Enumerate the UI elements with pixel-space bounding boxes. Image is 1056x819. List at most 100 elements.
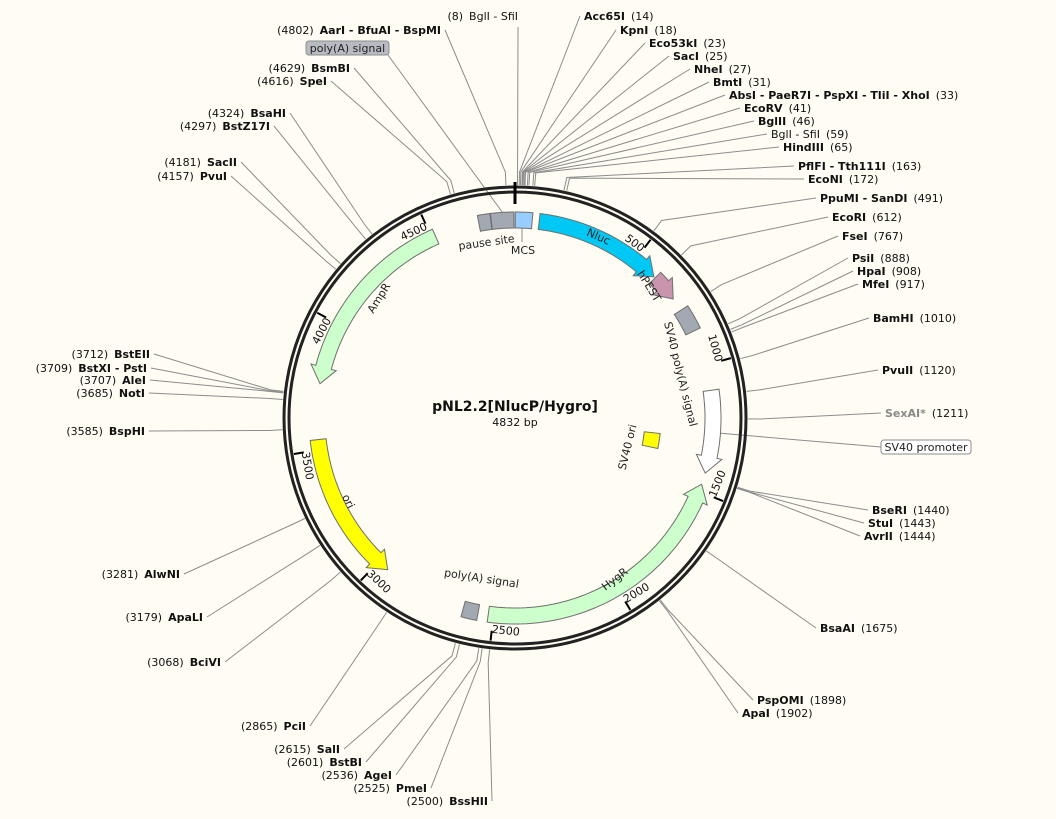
enzyme-site-bmti[interactable]: BmtI(31)	[713, 76, 771, 89]
enzyme-leader	[730, 270, 854, 330]
enzyme-leader	[681, 216, 829, 256]
feature-hygr[interactable]	[486, 483, 708, 625]
feature-label: SV40 ori	[616, 423, 640, 471]
enzyme-site-bsphi[interactable]: (3585)BspHI	[66, 425, 145, 438]
feature-unlabeled[interactable]	[695, 388, 724, 474]
enzyme-site-fsei[interactable]: FseI(767)	[842, 230, 903, 243]
tick-label: 3500	[299, 451, 316, 481]
enzyme-leader	[330, 80, 451, 195]
enzyme-site-spei[interactable]: (4616)SpeI	[257, 75, 327, 88]
feature-leader	[387, 54, 503, 213]
enzyme-site-stui[interactable]: StuI(1443)	[868, 517, 936, 530]
enzyme-site-aari-bfuai-bspmi[interactable]: (4802)AarI - BfuAI - BspMI	[277, 24, 441, 37]
plasmid-length: 4832 bp	[492, 416, 537, 429]
enzyme-site-bgli-sfii[interactable]: BglI - SfiI(59)	[771, 128, 849, 141]
enzyme-site-pvui[interactable]: (4157)PvuI	[157, 170, 227, 183]
tick-mark	[489, 630, 493, 641]
enzyme-site-hindiii[interactable]: HindIII(65)	[783, 141, 853, 154]
enzyme-site-sacii[interactable]: (4181)SacII	[164, 156, 237, 169]
feature-label-box[interactable]	[305, 40, 390, 56]
enzyme-site-hpai[interactable]: HpaI(908)	[857, 265, 921, 278]
feature-ori[interactable]	[309, 438, 389, 571]
enzyme-site-bsaai[interactable]: BsaAI(1675)	[820, 622, 898, 635]
enzyme-site-agei[interactable]: (2536)AgeI	[321, 769, 392, 782]
feature-nluc[interactable]	[537, 212, 655, 278]
enzyme-leader	[518, 15, 581, 186]
enzyme-site-pflfi-tth111i[interactable]: PflFI - Tth111I(163)	[798, 160, 921, 173]
feature-label: poly(A) signal	[443, 566, 520, 591]
feature-label-box[interactable]	[880, 439, 972, 455]
enzyme-site-bsteii[interactable]: (3712)BstEII	[72, 348, 150, 361]
enzyme-site-ecori[interactable]: EcoRI(612)	[832, 211, 902, 224]
enzyme-site-ppumi-sandi[interactable]: PpuMI - SanDI(491)	[820, 192, 943, 205]
enzyme-site-alei[interactable]: (3707)AleI	[80, 374, 146, 387]
enzyme-site-nhei[interactable]: NheI(27)	[694, 63, 751, 76]
enzyme-site-bsahi[interactable]: (4324)BsaHI	[208, 107, 286, 120]
enzyme-site-pspomi[interactable]: PspOMI(1898)	[757, 694, 846, 707]
feature-pause-site[interactable]	[476, 212, 493, 233]
enzyme-site-absi-paer7i-pspxi-tlii-xhoi[interactable]: AbsI - PaeR7I - PspXI - TliI - XhoI(33)	[729, 89, 958, 102]
enzyme-leader-lines	[148, 15, 882, 802]
enzyme-leader	[395, 648, 480, 776]
enzyme-labels: (8)BglI - SfiI Acc65I(14)KpnI(18)Eco53kI(…	[36, 10, 972, 808]
feature-poly-a-signal[interactable]	[460, 600, 481, 622]
tick-label: 1500	[706, 468, 728, 499]
enzyme-site-psii[interactable]: PsiI(888)	[852, 252, 910, 265]
enzyme-leader	[273, 125, 367, 240]
enzyme-site-eco53ki[interactable]: Eco53kI(23)	[649, 37, 726, 50]
tick-mark	[643, 239, 652, 249]
enzyme-leader	[353, 67, 455, 194]
tick-mark	[624, 600, 632, 611]
enzyme-leader	[727, 257, 849, 325]
feature-sv40-poly-a-signal[interactable]	[673, 305, 701, 336]
feature-mcs[interactable]	[514, 211, 534, 230]
enzyme-leader	[747, 412, 882, 420]
enzyme-leader	[566, 177, 805, 191]
feature-hpest[interactable]	[648, 271, 674, 300]
enzyme-site-alwni[interactable]: (3281)AlwNI	[102, 568, 180, 581]
enzyme-site-acc65i[interactable]: Acc65I(14)	[584, 10, 654, 23]
enzyme-site-sali[interactable]: (2615)SalI	[274, 743, 340, 756]
enzyme-leader	[534, 146, 780, 186]
plasmid-name: pNL2.2[NlucP/Hygro]	[432, 399, 598, 415]
enzyme-site-bsmbi[interactable]: (4629)BsmBI	[269, 62, 350, 75]
enzyme-site-avrii[interactable]: AvrII(1444)	[864, 530, 935, 543]
feature-sv40-ori[interactable]	[641, 431, 661, 450]
enzyme-site-sexai-[interactable]: SexAI*(1211)	[885, 407, 968, 420]
enzyme-site-pcii[interactable]: (2865)PciI	[241, 720, 306, 733]
enzyme-site-pmei[interactable]: (2525)PmeI	[353, 782, 427, 795]
backbone-ring	[282, 182, 748, 651]
tick-mark	[720, 357, 732, 362]
enzyme-site-mfei[interactable]: MfeI(917)	[862, 278, 925, 291]
feature-label-boxed: poly(A) signal	[310, 42, 385, 55]
enzyme-site-ecorv[interactable]: EcoRV(41)	[744, 102, 811, 115]
feature-label: pause site	[458, 232, 516, 253]
enzyme-site-bgli-sfii[interactable]: (8)BglI - SfiI	[447, 10, 518, 23]
enzyme-leader	[289, 112, 373, 235]
enzyme-site-bamhi[interactable]: BamHI(1010)	[873, 312, 956, 325]
enzyme-site-noti[interactable]: (3685)NotI	[76, 387, 145, 400]
enzyme-leader	[148, 429, 283, 432]
enzyme-site-apai[interactable]: ApaI(1902)	[742, 707, 812, 720]
enzyme-site-bglii[interactable]: BglII(46)	[758, 115, 815, 128]
enzyme-leader	[206, 545, 321, 618]
enzyme-leader	[532, 133, 768, 186]
enzyme-site-apali[interactable]: (3179)ApaLI	[126, 611, 204, 624]
enzyme-leader	[653, 197, 817, 232]
enzyme-site-kpni[interactable]: KpnI(18)	[620, 24, 677, 37]
enzyme-site-bcivi[interactable]: (3068)BciVI	[147, 656, 221, 669]
enzyme-site-bsshii[interactable]: (2500)BssHII	[407, 795, 488, 808]
enzyme-site-econi[interactable]: EcoNI(172)	[808, 173, 878, 186]
enzyme-leader	[230, 175, 337, 270]
enzyme-site-bstxi-psti[interactable]: (3709)BstXI - PstI	[36, 362, 147, 375]
enzyme-site-bstbi[interactable]: (2601)BstBI	[287, 756, 362, 769]
feature-label-boxed: SV40 promoter	[884, 441, 968, 454]
enzyme-site-pvuii[interactable]: PvuII(1120)	[882, 364, 956, 377]
feature-unlabeled[interactable]	[489, 211, 515, 231]
enzyme-site-bstz17i[interactable]: (4297)BstZ17I	[180, 120, 270, 133]
enzyme-site-saci[interactable]: SacI(25)	[673, 50, 728, 63]
enzyme-leader	[148, 392, 283, 401]
enzyme-site-bseri[interactable]: BseRI(1440)	[872, 504, 950, 517]
feature-ampr[interactable]	[310, 228, 440, 385]
tick-mark	[293, 451, 304, 455]
